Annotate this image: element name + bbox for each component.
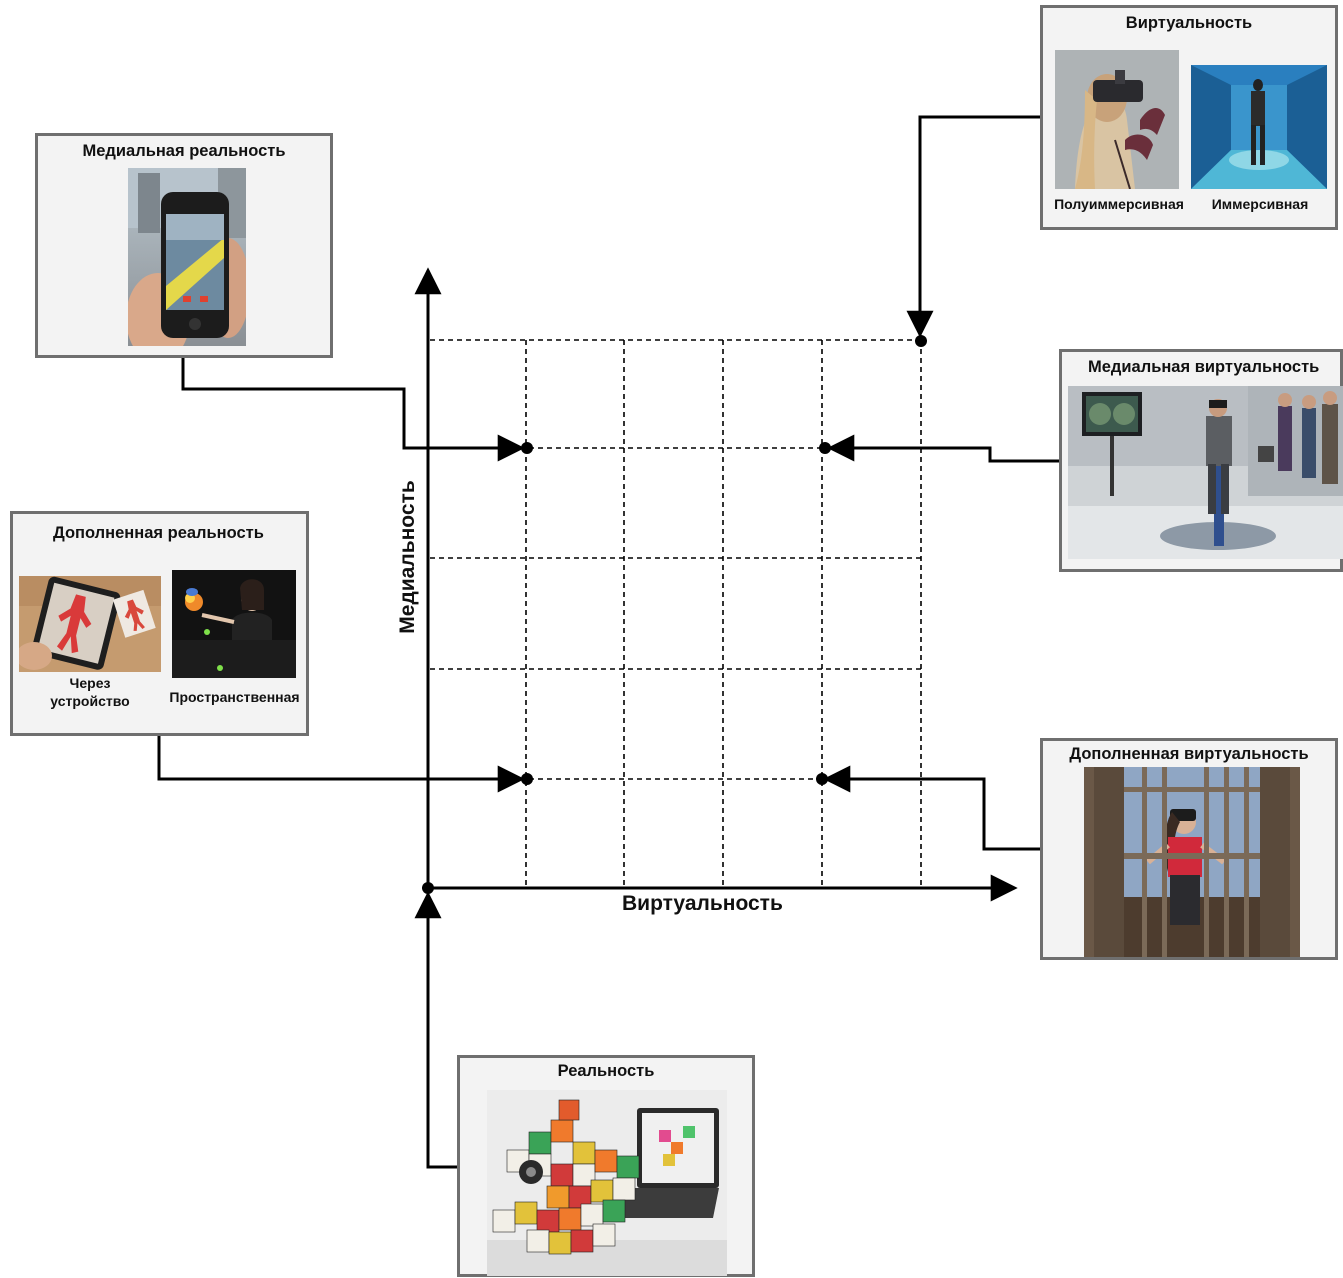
spatial-ar-caption: Пространственная bbox=[169, 689, 300, 705]
reality-box: Реальность bbox=[457, 1055, 755, 1277]
cave-room-photo bbox=[1191, 65, 1327, 189]
point-mediated-reality bbox=[521, 442, 533, 454]
phone-ar-street-photo bbox=[128, 168, 246, 346]
tablet-ar-photo bbox=[19, 576, 161, 672]
immersive-caption: Иммерсивная bbox=[1211, 196, 1309, 212]
cage-vr-photo bbox=[1084, 767, 1300, 957]
connector-mediated-reality bbox=[181, 357, 525, 462]
connector-mediated-virtuality bbox=[827, 434, 1060, 463]
augmented-reality-box: Дополненная реальность bbox=[10, 511, 309, 736]
mediated-reality-title: Медиальная реальность bbox=[82, 142, 286, 160]
mediated-reality-box: Медиальная реальность bbox=[35, 133, 333, 358]
mediated-virtuality-title: Медиальная виртуальность bbox=[1088, 358, 1320, 376]
point-augmented-virtuality bbox=[816, 773, 828, 785]
connector-reality bbox=[414, 891, 457, 1169]
augmented-virtuality-title: Дополненная виртуальность bbox=[1069, 745, 1309, 763]
vr-treadmill-lab-photo bbox=[1068, 386, 1343, 559]
point-virtuality bbox=[915, 335, 927, 347]
y-axis-label: Медиальность bbox=[396, 480, 419, 634]
vr-headset-woman-photo bbox=[1055, 50, 1179, 189]
connector-virtuality bbox=[906, 115, 1040, 338]
virtuality-title: Виртуальность bbox=[1125, 14, 1253, 32]
point-augmented-reality bbox=[521, 773, 533, 785]
device-ar-caption: Через устройство bbox=[25, 674, 155, 710]
point-mediated-virtuality bbox=[819, 442, 831, 454]
mediated-virtuality-box: Медиальная виртуальность bbox=[1059, 349, 1343, 572]
connector-augmented-virtuality bbox=[823, 765, 1040, 851]
x-axis-label: Виртуальность bbox=[622, 892, 783, 915]
robot-cubes-laptop-photo bbox=[487, 1090, 727, 1276]
augmented-reality-title: Дополненная реальность bbox=[53, 524, 264, 542]
virtuality-box: Виртуальность Полуиммерсивная И bbox=[1040, 5, 1338, 230]
dashed-grid bbox=[430, 339, 922, 885]
connector-augmented-reality bbox=[157, 735, 525, 793]
point-reality bbox=[422, 882, 434, 894]
spatial-ar-photo bbox=[172, 570, 296, 678]
semi-immersive-caption: Полуиммерсивная bbox=[1054, 196, 1184, 212]
augmented-virtuality-box: Дополненная виртуальность bbox=[1040, 738, 1338, 960]
reality-title: Реальность bbox=[557, 1062, 655, 1080]
device-ar-caption-text: Через устройство bbox=[50, 675, 130, 709]
